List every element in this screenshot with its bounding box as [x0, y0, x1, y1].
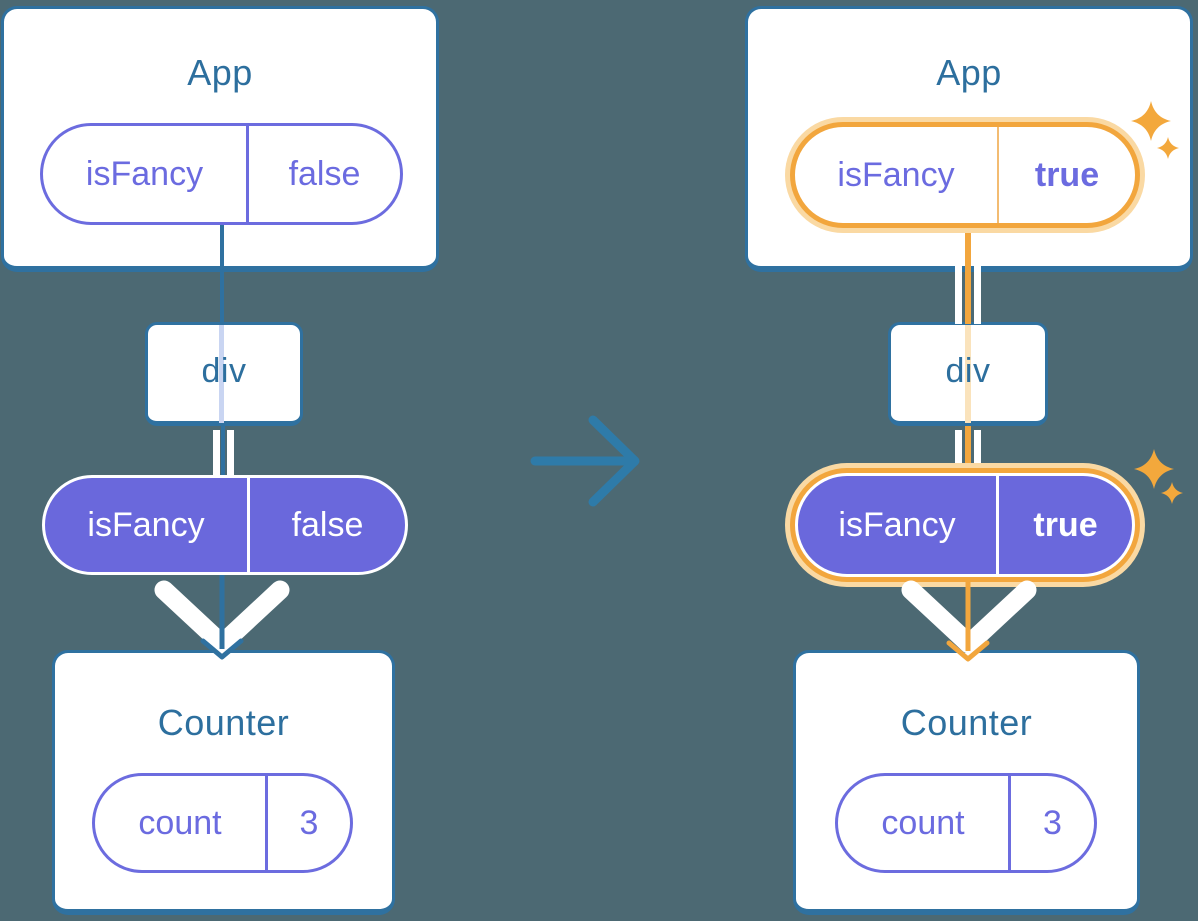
before-flow-line — [221, 426, 225, 477]
before-div-card — [145, 322, 303, 426]
after-flow-stripe-right — [974, 236, 981, 324]
after-flow-stripe-left — [955, 236, 962, 324]
state-name: count — [138, 803, 222, 842]
prop-value: true — [1034, 155, 1100, 194]
pill-divider — [246, 126, 249, 222]
before-div-label: div — [201, 352, 247, 390]
after-flow-stripe-left — [955, 430, 962, 470]
sparkle-icon — [1157, 137, 1179, 159]
prop-value: false — [288, 154, 361, 193]
after-app-prop-pill: isFancy true — [790, 122, 1140, 228]
before-prop-arrowhead-icon — [200, 575, 244, 660]
after-counter-state-pill: count 3 — [835, 773, 1097, 873]
before-counter-state-pill: count 3 — [92, 773, 353, 873]
before-flow-stripe-right — [227, 430, 234, 477]
prop-name: isFancy — [85, 154, 204, 193]
state-value: 3 — [1043, 803, 1062, 842]
after-counter-title: Counter — [900, 702, 1033, 743]
prop-name: isFancy — [87, 505, 205, 544]
after-prop-passthrough-line — [965, 325, 971, 423]
pill-divider — [1008, 776, 1011, 870]
after-flow-line — [965, 426, 971, 474]
prop-name: isFancy — [838, 505, 956, 544]
right-arrow-icon — [530, 415, 640, 507]
after-prop-line-app-to-div — [965, 228, 971, 324]
before-passed-prop-pill: isFancy false — [42, 475, 408, 575]
pill-divider — [247, 478, 250, 572]
state-name: count — [881, 803, 965, 842]
prop-value: true — [1033, 505, 1098, 544]
after-div-label: div — [945, 352, 991, 390]
sparkle-icon — [1134, 449, 1174, 489]
sparkle-icon — [1131, 101, 1171, 141]
after-flow-stripe-right — [974, 430, 981, 470]
before-flow-stripe-left — [213, 430, 220, 477]
prop-name: isFancy — [837, 155, 955, 194]
pill-divider — [996, 476, 999, 574]
after-prop-arrowhead-icon — [946, 577, 990, 662]
before-prop-line-app-to-div — [220, 225, 224, 325]
after-app-title: App — [936, 52, 1002, 93]
pill-divider — [997, 127, 999, 223]
pill-divider — [265, 776, 268, 870]
state-value: 3 — [299, 803, 319, 842]
before-app-title: App — [187, 52, 253, 93]
before-counter-title: Counter — [157, 702, 290, 743]
before-app-prop-pill: isFancy false — [40, 123, 403, 225]
before-prop-passthrough-line — [219, 325, 224, 423]
after-passed-prop-pill: isFancy true — [795, 473, 1135, 577]
sparkle-icon — [1161, 482, 1183, 504]
prop-value: false — [291, 505, 364, 544]
